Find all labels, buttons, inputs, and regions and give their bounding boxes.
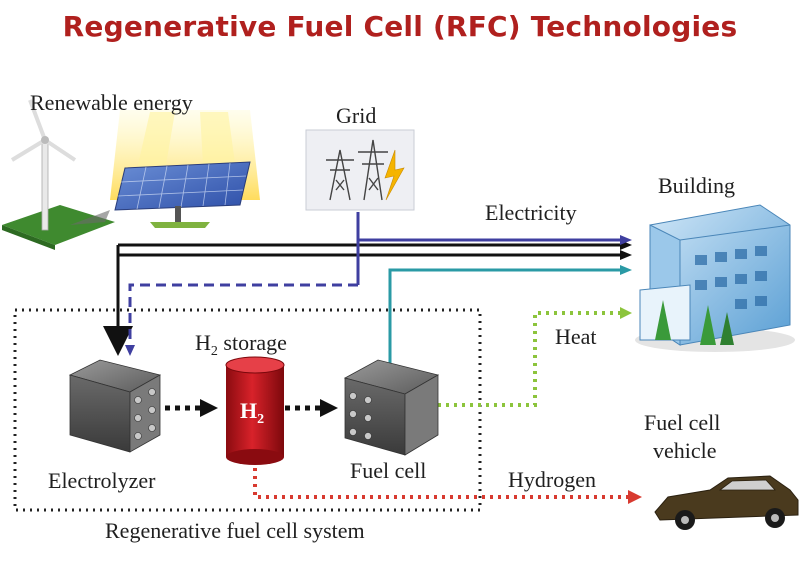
h2-storage-label: H2 storage (195, 330, 287, 359)
grid-label: Grid (336, 103, 376, 128)
wind-turbine-icon (2, 99, 115, 250)
h2-tank-label: H2 (240, 398, 264, 427)
h2-storage-tank-icon (225, 356, 285, 465)
building-label: Building (658, 173, 735, 198)
building-icon (635, 204, 795, 352)
fuel-cell-label: Fuel cell (350, 458, 426, 483)
storage-to-fuelcell-arrow (285, 399, 338, 417)
system-boundary (13, 308, 482, 512)
fuel-cell-vehicle-icon (654, 475, 799, 530)
electrolyzer-icon (68, 359, 162, 453)
grid-tower-icon (305, 129, 415, 211)
solar-panel-icon (110, 110, 260, 228)
hydrogen-label: Hydrogen (508, 467, 596, 492)
fuel-cell-icon (343, 359, 440, 456)
fuel-cell-to-building-line (388, 268, 620, 370)
grid-to-electrolyzer-line (128, 283, 358, 345)
heat-line (438, 311, 620, 407)
electrolyzer-to-storage-arrow (165, 399, 218, 417)
heat-label: Heat (555, 324, 597, 349)
electrolyzer-label: Electrolyzer (48, 468, 156, 493)
renewable-energy-label: Renewable energy (30, 90, 193, 115)
fuel-cell-vehicle-label-line1: Fuel cell (644, 410, 720, 435)
page-title: Regenerative Fuel Cell (RFC) Technologie… (62, 10, 738, 43)
system-label: Regenerative fuel cell system (105, 518, 365, 543)
fuel-cell-vehicle-label-line2: vehicle (653, 438, 717, 463)
electricity-label: Electricity (485, 200, 577, 225)
